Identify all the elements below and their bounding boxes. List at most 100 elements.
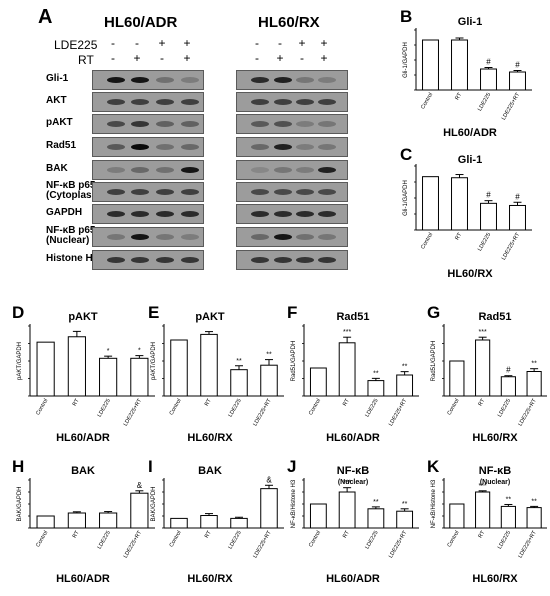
chart-title: NF-κB bbox=[337, 465, 369, 477]
bar-j-3 bbox=[396, 510, 414, 529]
bar-k-2 bbox=[500, 505, 516, 529]
y-axis-label: BAK/GAPDH bbox=[17, 486, 23, 521]
blot-row-label: NF-κB p65 (Nuclear) bbox=[46, 225, 96, 246]
treatment-symbol: + bbox=[133, 51, 141, 65]
bar-b-2 bbox=[480, 68, 497, 91]
category-label: Control bbox=[420, 232, 434, 250]
y-axis-label: pAKT/GAPDH bbox=[17, 342, 23, 380]
category-label: LDE225+RT bbox=[123, 529, 144, 559]
category-label: RT bbox=[454, 91, 463, 101]
y-axis-label: pAKT/GAPDH bbox=[151, 342, 157, 380]
blot-row-label: GAPDH bbox=[46, 207, 83, 218]
blot-band bbox=[131, 144, 149, 150]
panel-letter: F bbox=[287, 303, 297, 322]
chart-title: pAKT bbox=[195, 311, 225, 323]
bar-d-3 bbox=[130, 357, 149, 397]
blot-band bbox=[107, 189, 125, 195]
bar-h-2 bbox=[99, 512, 118, 529]
chart-cell-line: HL60/ADR bbox=[326, 573, 380, 585]
blot-band bbox=[318, 99, 336, 105]
significance-mark: *** bbox=[479, 483, 487, 490]
chart-title: BAK bbox=[71, 465, 95, 477]
bar-d-1 bbox=[67, 336, 86, 397]
blot-row-label: BAK bbox=[46, 163, 68, 174]
bar-e-3 bbox=[260, 364, 278, 397]
blot-band bbox=[251, 234, 269, 240]
panel-letter: I bbox=[148, 457, 153, 476]
panel-letter: E bbox=[148, 303, 159, 322]
category-label: LDE225+RT bbox=[501, 91, 522, 121]
y-axis-label: Rad51/GAPDH bbox=[431, 341, 437, 382]
panel-letter-a: A bbox=[38, 6, 53, 28]
blot-band bbox=[131, 189, 149, 195]
category-label: Control bbox=[169, 398, 183, 416]
bar-f-2 bbox=[367, 380, 385, 397]
blot-band bbox=[274, 121, 292, 127]
blot-strip-adr bbox=[92, 70, 204, 90]
category-label: RT bbox=[342, 529, 351, 539]
category-label: Control bbox=[35, 530, 49, 548]
blot-strip-rx bbox=[236, 70, 348, 90]
y-axis-label: NF-κB/Histone H3 bbox=[291, 479, 297, 528]
significance-mark: *** bbox=[479, 329, 487, 336]
bar-i-2 bbox=[230, 517, 248, 529]
significance-mark: ** bbox=[506, 496, 512, 503]
y-axis-label: Rad51/GAPDH bbox=[291, 341, 297, 382]
category-label: LDE225 bbox=[477, 232, 492, 252]
category-label: LDE225 bbox=[364, 530, 379, 550]
bar-c-0 bbox=[422, 176, 439, 231]
treatment-symbol: + bbox=[183, 36, 191, 50]
blot-band bbox=[181, 77, 199, 83]
blot-band bbox=[296, 77, 314, 83]
treatment-symbol: - bbox=[111, 36, 115, 50]
chart-title: Rad51 bbox=[478, 311, 511, 323]
blot-band bbox=[131, 257, 149, 263]
treatment-symbol: - bbox=[255, 36, 259, 50]
category-label: LDE225+RT bbox=[123, 397, 144, 427]
blot-row-label: AKT bbox=[46, 95, 67, 106]
blot-strip-adr bbox=[92, 92, 204, 112]
blot-band bbox=[318, 257, 336, 263]
blot-strip-adr bbox=[92, 114, 204, 134]
y-axis-label: NF-κB/Histone H3 bbox=[431, 479, 437, 528]
blot-strip-adr bbox=[92, 227, 204, 247]
bar-f-0 bbox=[309, 367, 327, 397]
bar-j-2 bbox=[367, 508, 385, 529]
category-label: LDE225+RT bbox=[517, 397, 538, 427]
bar-b-1 bbox=[451, 39, 468, 91]
blot-band bbox=[296, 167, 314, 173]
category-label: Control bbox=[169, 530, 183, 548]
blot-strip-adr bbox=[92, 204, 204, 224]
significance-mark: ** bbox=[373, 370, 379, 377]
chart-title: BAK bbox=[198, 465, 222, 477]
treatment-symbol: - bbox=[160, 51, 164, 65]
blot-band bbox=[181, 257, 199, 263]
blot-band bbox=[156, 144, 174, 150]
blot-band bbox=[296, 257, 314, 263]
treatment-label-rt: RT bbox=[78, 53, 94, 67]
cell-line-adr-header: HL60/ADR bbox=[104, 14, 178, 31]
blot-strip-rx bbox=[236, 160, 348, 180]
category-label: Control bbox=[35, 398, 49, 416]
chart-cell-line: HL60/ADR bbox=[326, 432, 380, 444]
significance-mark: # bbox=[486, 58, 491, 67]
blot-band bbox=[156, 121, 174, 127]
blot-band bbox=[296, 99, 314, 105]
blot-band bbox=[296, 121, 314, 127]
blot-band bbox=[156, 189, 174, 195]
blot-band bbox=[274, 77, 292, 83]
chart-title: Rad51 bbox=[336, 311, 369, 323]
significance-mark: # bbox=[506, 366, 511, 375]
blot-band bbox=[274, 234, 292, 240]
blot-band bbox=[107, 234, 125, 240]
bar-f-1 bbox=[338, 342, 356, 397]
chart-cell-line: HL60/RX bbox=[472, 573, 518, 585]
category-label: RT bbox=[478, 529, 487, 539]
treatment-symbol: - bbox=[278, 36, 282, 50]
bar-f-3 bbox=[396, 374, 414, 397]
bar-k-3 bbox=[526, 507, 542, 529]
bar-i-1 bbox=[200, 515, 218, 529]
blot-band bbox=[107, 99, 125, 105]
category-label: LDE225+RT bbox=[517, 529, 538, 559]
